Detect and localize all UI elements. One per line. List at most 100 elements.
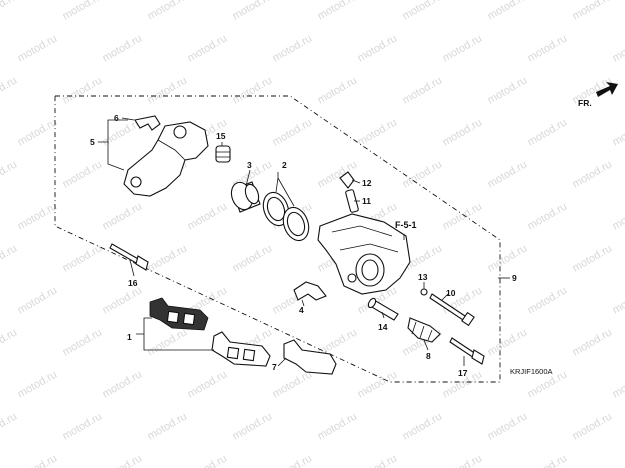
watermark-text: motod.ru — [316, 158, 360, 190]
watermark-text: motod.ru — [101, 452, 145, 468]
watermark-text: motod.ru — [486, 410, 530, 442]
part-11-bleeder-valve — [345, 189, 359, 213]
watermark-text: motod.ru — [611, 32, 625, 64]
part-5-bracket — [123, 121, 209, 197]
watermark-text: motod.ru — [61, 242, 105, 274]
watermark-text: motod.ru — [61, 74, 105, 106]
watermark-text: motod.ru — [571, 242, 615, 274]
callout-13: 13 — [418, 272, 428, 282]
part-2-seals — [262, 191, 310, 242]
callout-11: 11 — [362, 196, 371, 206]
watermark-text: motod.ru — [271, 116, 315, 148]
watermark-text: motod.ru — [186, 368, 230, 400]
watermark-text: motod.ru — [356, 368, 400, 400]
reference-label: F-5-1 — [395, 220, 417, 230]
part-9-caliper-body — [317, 213, 411, 295]
watermark-text: motod.ru — [486, 326, 530, 358]
watermark-text: motod.ru — [231, 410, 275, 442]
part-7-shim — [283, 339, 337, 375]
watermark-text: motod.ru — [146, 242, 190, 274]
watermark-text: motod.ru — [441, 32, 485, 64]
watermark-text: motod.ru — [486, 242, 530, 274]
watermark-text: motod.ru — [61, 0, 105, 23]
watermark-text: motod.ru — [231, 242, 275, 274]
callout-4: 4 — [299, 305, 304, 315]
callout-12: 12 — [362, 178, 372, 188]
watermark-text: motod.ru — [486, 0, 530, 23]
watermark-text: motod.ru — [316, 74, 360, 106]
watermark-text: motod.ru — [571, 410, 615, 442]
watermark-text: motod.ru — [401, 410, 445, 442]
watermark-text: motod.ru — [146, 326, 190, 358]
part-4-pad-spring — [293, 281, 327, 301]
part-1-brake-pads — [149, 297, 271, 367]
watermark-text: motod.ru — [316, 410, 360, 442]
watermark-text: motod.ru — [16, 368, 60, 400]
watermark-text: motod.ru — [526, 32, 570, 64]
watermark-text: motod.ru — [441, 200, 485, 232]
watermark-text: motod.ru — [401, 74, 445, 106]
watermark-text: motod.ru — [571, 326, 615, 358]
watermark-text: motod.ru — [356, 116, 400, 148]
watermark-text: motod.ru — [271, 32, 315, 64]
watermark-text: motod.ru — [186, 32, 230, 64]
callout-17: 17 — [458, 368, 468, 378]
watermark-text: motod.ru — [526, 116, 570, 148]
watermark-text: motod.ru — [146, 410, 190, 442]
watermark-text: motod.ru — [611, 116, 625, 148]
watermark-text: motod.ru — [0, 158, 19, 190]
watermark-text: motod.ru — [186, 200, 230, 232]
watermark-text: motod.ru — [61, 158, 105, 190]
callout-1: 1 — [127, 332, 132, 342]
watermark-text: motod.ru — [571, 158, 615, 190]
watermark-text: motod.ru — [486, 158, 530, 190]
callout-labels: 1 2 3 4 5 6 7 8 9 10 11 12 13 14 15 16 1… — [90, 113, 517, 378]
part-10-pin — [429, 293, 475, 327]
watermark-text: motod.ru — [401, 158, 445, 190]
watermark-text: motod.ru — [0, 74, 19, 106]
callout-9: 9 — [512, 273, 517, 283]
watermark-text: motod.ru — [231, 74, 275, 106]
watermark-text: motod.ru — [16, 116, 60, 148]
watermark-text: motod.ru — [486, 74, 530, 106]
callout-7: 7 — [272, 362, 277, 372]
watermark-text: motod.ru — [61, 326, 105, 358]
watermark-text: motod.ru — [16, 284, 60, 316]
callout-10: 10 — [446, 288, 456, 298]
watermark-text: motod.ru — [0, 242, 19, 274]
part-14-pin-sleeve — [367, 297, 399, 321]
watermark-text: motod.ru — [101, 284, 145, 316]
watermark-text: motod.ru — [146, 74, 190, 106]
part-16-bolt — [109, 243, 149, 271]
watermark-text: motod.ru — [441, 452, 485, 468]
callout-5: 5 — [90, 137, 95, 147]
watermark-text: motod.ru — [611, 368, 625, 400]
watermark-text: motod.ru — [271, 368, 315, 400]
watermark-text: motod.ru — [611, 452, 625, 468]
watermark-text: motod.ru — [16, 32, 60, 64]
part-8-boot — [407, 317, 441, 343]
watermark-text: motod.ru — [526, 452, 570, 468]
part-13-clip — [420, 288, 428, 296]
watermark-text: motod.ru — [526, 200, 570, 232]
watermark-text: motod.ru — [16, 200, 60, 232]
watermark-text: motod.ru — [186, 452, 230, 468]
watermark-text: motod.ru — [611, 284, 625, 316]
callout-14: 14 — [378, 322, 388, 332]
watermark-text: motod.ru — [356, 452, 400, 468]
watermark-text: motod.ru — [0, 410, 19, 442]
watermark-text: motod.ru — [101, 200, 145, 232]
front-direction-arrow: FR. — [578, 82, 618, 108]
watermark-text: motod.ru — [0, 0, 19, 23]
callout-6: 6 — [114, 113, 119, 123]
diagram-code: KRJIF1600A — [510, 367, 553, 376]
watermark-text: motod.ru — [101, 368, 145, 400]
watermark-text: motod.ru — [101, 32, 145, 64]
callout-15: 15 — [216, 131, 226, 141]
watermark-text: motod.ru — [441, 116, 485, 148]
part-6-clip — [134, 115, 161, 131]
watermark-text: motod.ru — [611, 200, 625, 232]
watermark-text: motod.ru — [0, 326, 19, 358]
part-12-cap — [339, 171, 355, 189]
